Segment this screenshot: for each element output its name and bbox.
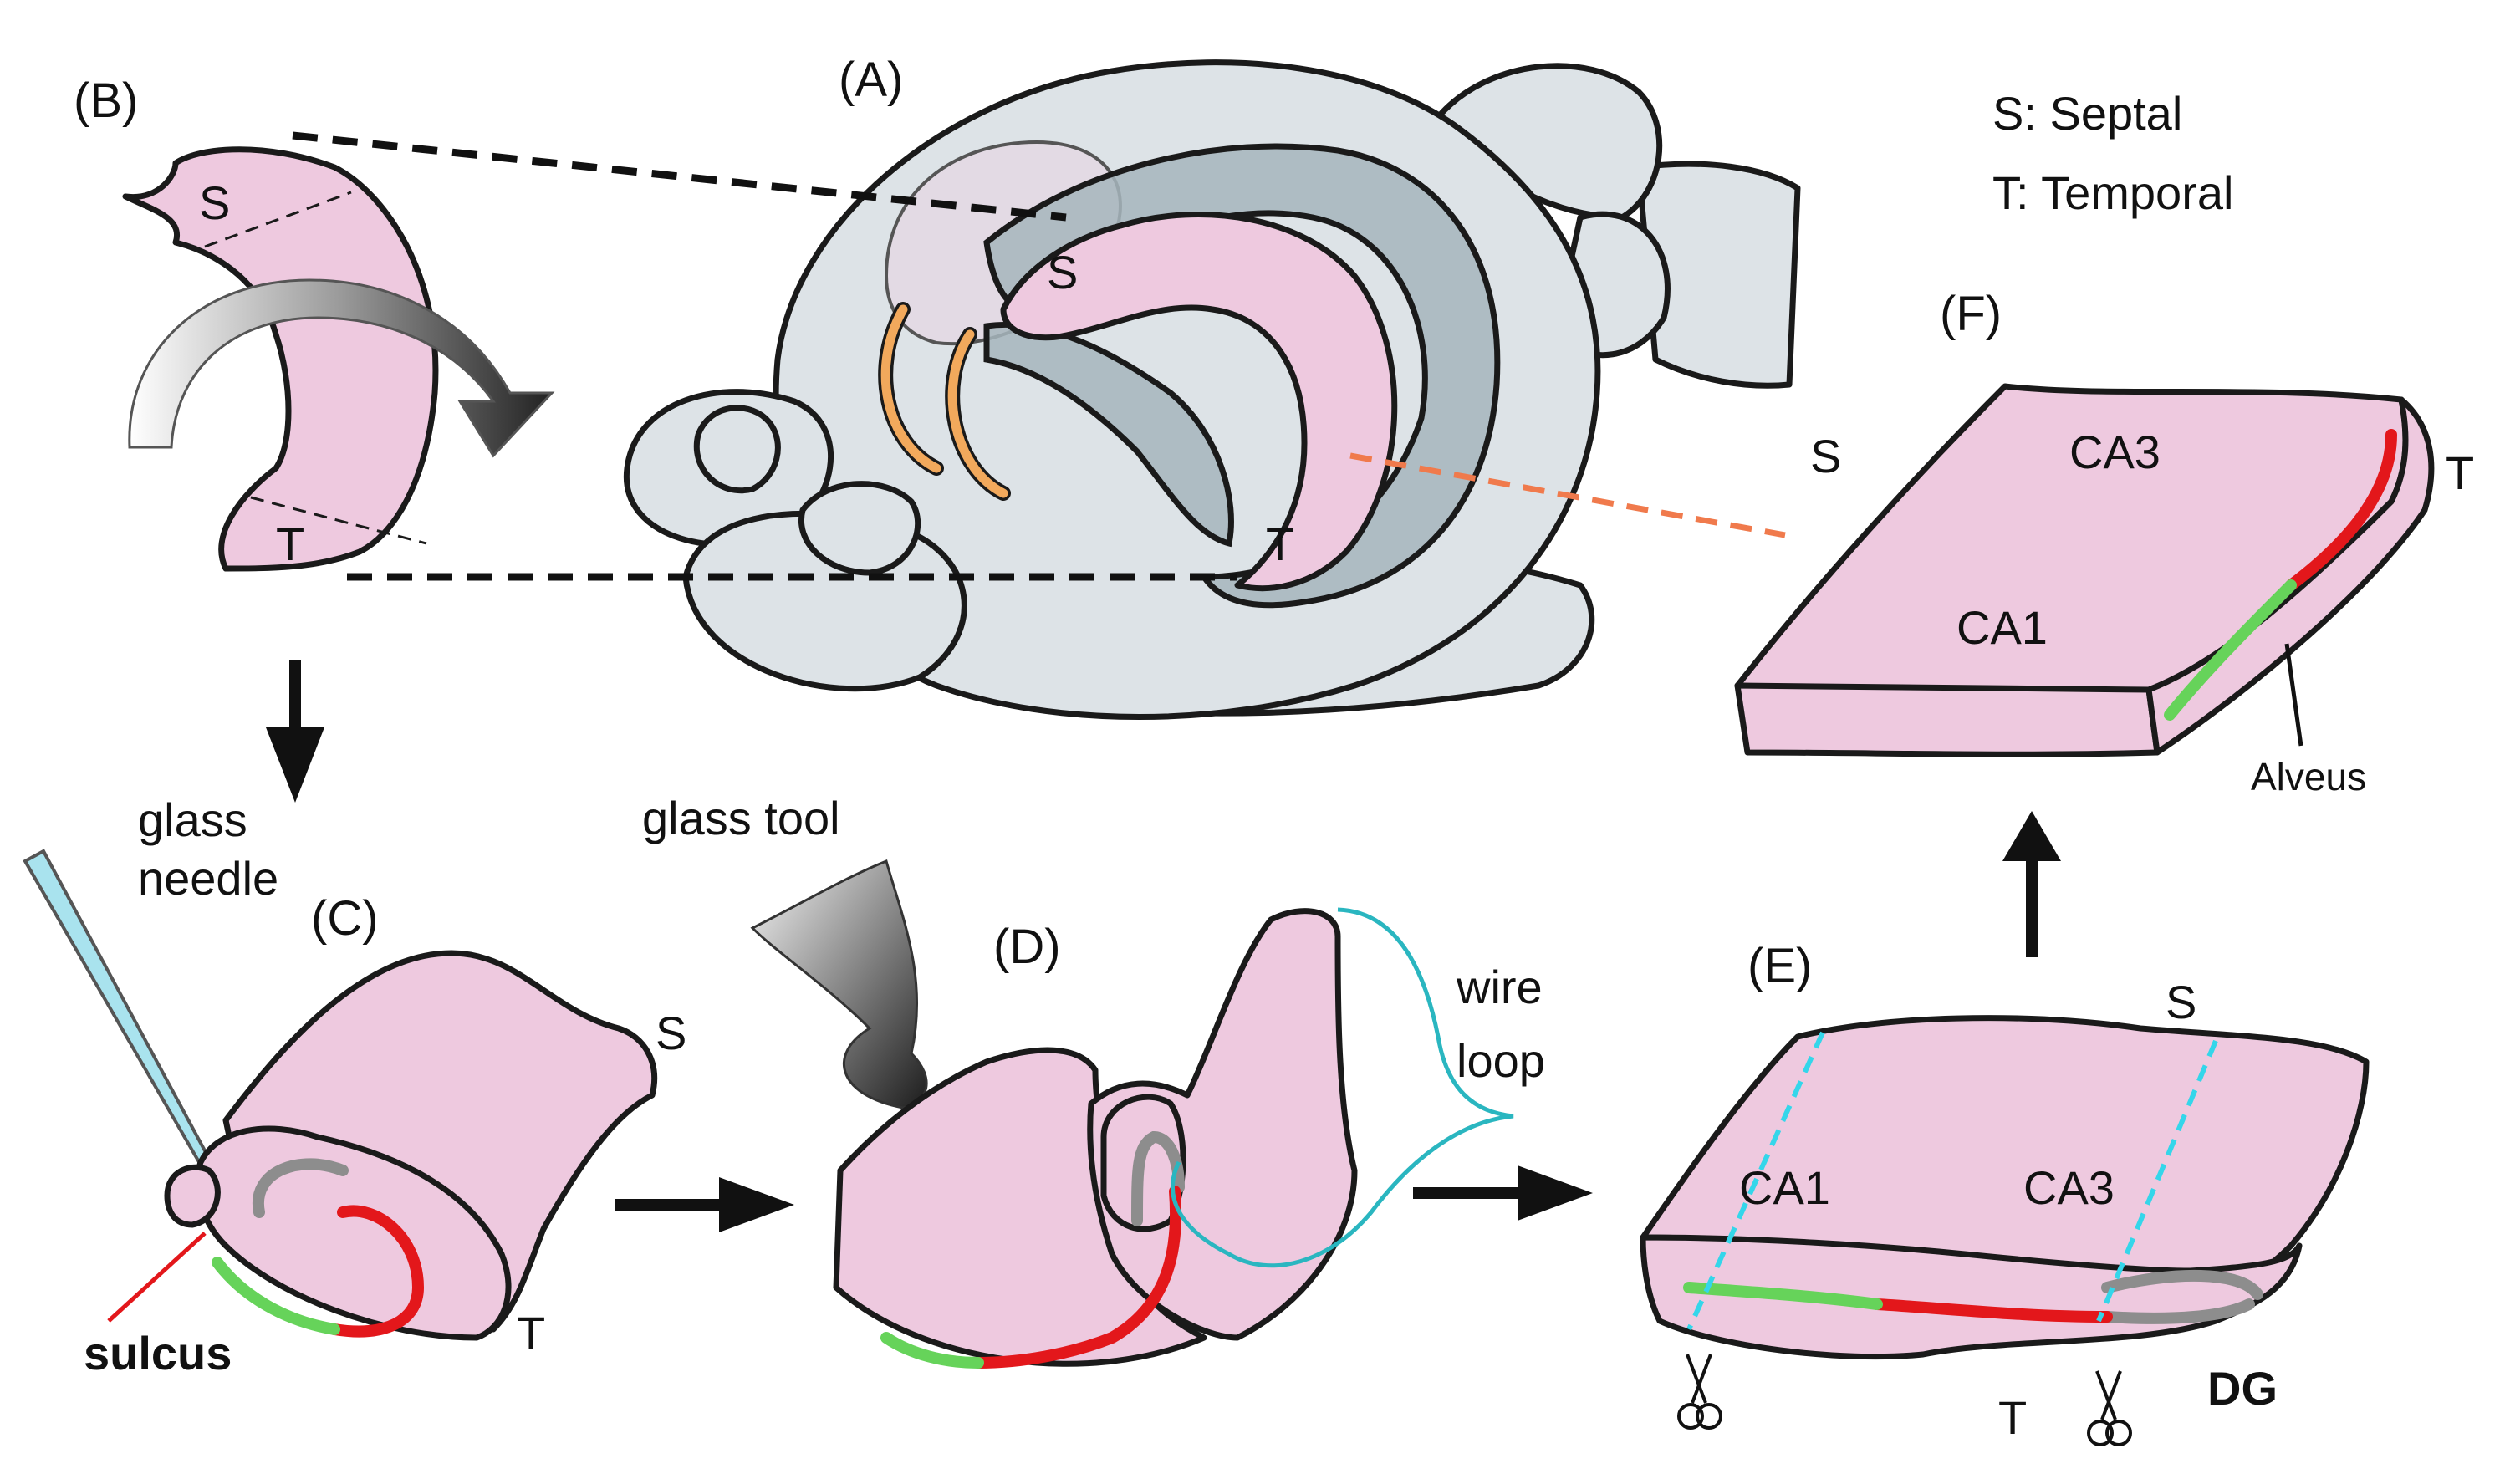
panel-label-e: (E)	[1747, 939, 1812, 993]
dentate-layer-c	[252, 1158, 349, 1218]
arrow-down-icon	[266, 660, 324, 803]
glass-needle-label-2: needle	[138, 852, 278, 905]
glass-needle-label-1: glass	[138, 793, 247, 846]
arrow-right-icon	[615, 1177, 794, 1232]
panel-label-c: (C)	[311, 891, 379, 946]
ca1-layer-c	[212, 1257, 340, 1335]
ca3-layer-d	[972, 1186, 1182, 1369]
e-ca3-label: CA3	[2023, 1161, 2115, 1214]
fiber-tract-2-fill	[947, 329, 1008, 498]
septal-cut-line	[204, 191, 352, 248]
rolled-hippocampus-c	[164, 950, 658, 1341]
temporal-cut-line	[250, 496, 427, 545]
panel-label-f: (F)	[1940, 287, 2002, 341]
dentate-layer-e-lower	[2101, 1298, 2255, 1324]
alveus-label: Alveus	[2251, 755, 2366, 798]
brain-septal-label: S	[1047, 246, 1078, 298]
ca1-layer-f	[2164, 579, 2297, 721]
wire-loop-icon	[1171, 907, 1514, 1268]
sulcus-label: sulcus	[84, 1327, 232, 1379]
projection-line-septal	[292, 131, 1067, 222]
panel-label-b: (B)	[74, 74, 138, 128]
c-temporal-label: T	[517, 1307, 545, 1359]
e-ca1-label: CA1	[1739, 1161, 1830, 1214]
sheet-front	[1734, 682, 2161, 757]
unfolding-hippocampus-d	[833, 908, 1358, 1369]
e-dentate-label: DG	[2207, 1362, 2278, 1415]
ca3-layer-c	[329, 1205, 425, 1338]
flattened-hippocampus-e	[1640, 1015, 2370, 1360]
alveus-pointer	[2284, 643, 2303, 747]
wire-loop-label-1: wire	[1456, 961, 1543, 1013]
e-temporal-label: T	[1998, 1391, 2027, 1444]
isolated-hippocampus: S T	[122, 146, 555, 572]
scissors-icon	[2087, 1370, 2132, 1446]
brain-illustration: S T	[623, 59, 1801, 720]
curl-arrow-icon	[128, 278, 555, 458]
inner-ventricle	[983, 322, 1234, 548]
projection-line-orange	[1349, 452, 1786, 538]
f-septal-label: S	[1810, 430, 1841, 482]
ca3-layer-e	[1871, 1298, 2113, 1323]
flat-hippocampus-sheet	[1734, 383, 2435, 757]
hippo-septal-label: S	[199, 176, 230, 229]
ca1-layer-d	[880, 1332, 984, 1369]
panel-label-d: (D)	[993, 920, 1061, 974]
cerebellum-right	[1635, 161, 1801, 389]
cut-line-ca3	[2096, 1039, 2218, 1323]
hippo-temporal-label: T	[276, 518, 304, 570]
f-ca1-label: CA1	[1956, 601, 2048, 654]
brain-temporal-label: T	[1266, 518, 1294, 570]
glass-tool-label: glass tool	[642, 792, 840, 844]
e-septal-label: S	[2166, 976, 2196, 1028]
ca3-layer-f	[2285, 429, 2397, 591]
c-septal-label: S	[656, 1007, 686, 1059]
brain-lower-lobe-2	[798, 481, 921, 576]
sulcus-pointer	[107, 1232, 207, 1323]
f-ca3-label: CA3	[2069, 426, 2161, 478]
cut-line-ca1	[1686, 1031, 1825, 1331]
ca1-layer-e	[1683, 1282, 1883, 1310]
legend-temporal: T: Temporal	[1992, 166, 2233, 219]
arrow-right-icon	[1413, 1165, 1593, 1221]
scissors-icon	[1677, 1354, 1722, 1430]
hippocampus-in-brain	[1000, 212, 1398, 592]
olfactory-bulb-2	[693, 405, 781, 494]
fiber-tract-1-fill	[880, 304, 941, 473]
glass-tool-icon	[750, 859, 928, 1109]
dentate-layer-e	[2101, 1269, 2263, 1300]
panel-label-a: (A)	[839, 53, 903, 107]
legend-septal: S: Septal	[1992, 87, 2182, 140]
f-temporal-label: T	[2446, 446, 2474, 499]
wire-loop-label-2: loop	[1457, 1034, 1545, 1087]
arrow-up-icon	[2002, 811, 2061, 957]
